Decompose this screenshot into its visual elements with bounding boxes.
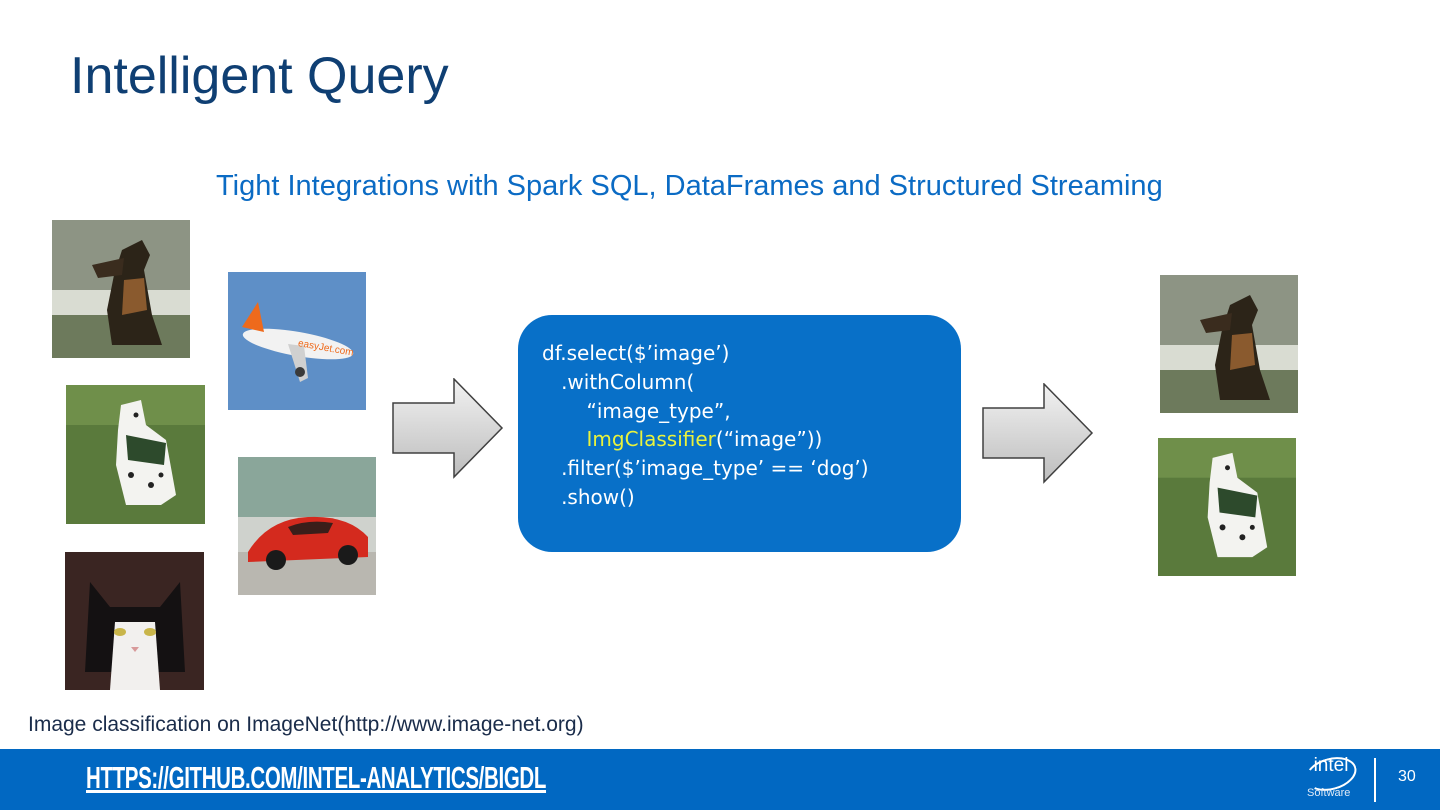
code-line: df.select($’image’) <box>542 341 730 365</box>
footer-divider <box>1374 758 1376 802</box>
right-arrow-icon <box>982 383 1094 484</box>
bigdl-github-link[interactable]: HTTPS://GITHUB.COM/INTEL-ANALYTICS/BIGDL <box>86 760 547 795</box>
cat-image <box>65 552 204 690</box>
right-arrow-icon <box>392 378 504 479</box>
code-highlight: ImgClassifier <box>586 427 716 452</box>
german-shepherd-output-image <box>1160 275 1298 413</box>
intel-logo-word: intel <box>1313 755 1349 776</box>
code-indent <box>542 427 587 451</box>
intel-logo-subtext: Software <box>1307 787 1351 799</box>
page-number: 30 <box>1398 768 1416 785</box>
code-snippet-box: df.select($’image’) .withColumn( “image_… <box>518 315 961 552</box>
code-line: “image_type”, <box>542 398 731 423</box>
german-shepherd-image <box>52 220 190 358</box>
red-car-image <box>238 457 376 595</box>
code-line: ImgClassifier(“image”)) <box>542 425 961 454</box>
airplane-image: easyJet.com <box>228 272 366 410</box>
code-line: .withColumn( <box>542 369 695 394</box>
slide-subtitle: Tight Integrations with Spark SQL, DataF… <box>216 170 1163 202</box>
code-rest: (“image”)) <box>715 427 823 452</box>
image-caption: Image classification on ImageNet(http://… <box>28 713 584 736</box>
dalmatian-image <box>66 385 205 524</box>
code-line: .show() <box>542 484 635 509</box>
intel-logo-icon: intel Software <box>1301 751 1361 805</box>
slide-title: Intelligent Query <box>70 47 449 105</box>
code-line: .filter($’image_type’ == ‘dog’) <box>542 456 869 481</box>
footer-bar: HTTPS://GITHUB.COM/INTEL-ANALYTICS/BIGDL… <box>0 749 1440 810</box>
dalmatian-output-image <box>1158 438 1296 576</box>
